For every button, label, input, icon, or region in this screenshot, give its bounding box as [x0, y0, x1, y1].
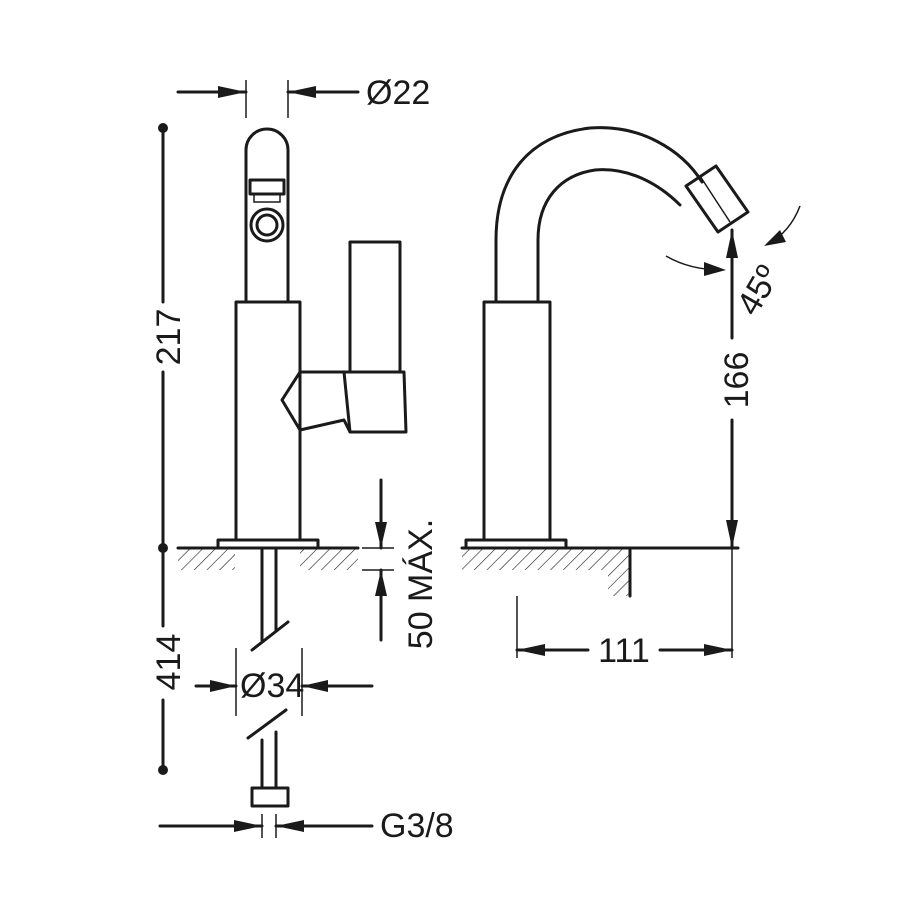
angle-arrow-left — [704, 262, 726, 276]
nozzle-ring — [248, 178, 286, 196]
dim-nozzle-diameter: Ø22 — [366, 74, 430, 112]
dim-414-dot-bottom — [158, 765, 168, 775]
dim-overall-height: 217 — [150, 309, 188, 366]
angle-arrow-right — [764, 230, 786, 246]
dim-connection-thread: G3/8 — [380, 807, 454, 845]
front-view: Ø22 217 414 Ø34 G3/8 50 M — [150, 74, 454, 845]
nozzle-outlet-outer — [249, 207, 285, 243]
lever-handle — [348, 240, 402, 374]
spout-outer-curve — [494, 126, 704, 304]
side-view: 166 45º 111 — [460, 126, 801, 670]
dim-tail-diameter: Ø34 — [240, 667, 304, 705]
dim-max-deck-thickness: 50 MÁX. — [402, 519, 440, 649]
dim-d34-arrow-right — [302, 680, 328, 692]
deck-hatch-left-b — [300, 548, 358, 570]
dim-111-arrow-left — [517, 644, 545, 656]
dim-tail-length: 414 — [150, 634, 188, 691]
lever-hub-edge — [342, 370, 352, 434]
deck-hatch-left-a — [178, 548, 235, 570]
dim-d22-arrow-left — [218, 86, 246, 98]
dim-111-arrow-right — [704, 644, 732, 656]
dim-spout-height: 166 — [718, 352, 756, 409]
dim-d34-arrow-left — [210, 680, 236, 692]
dim-50-arrow-top — [375, 522, 387, 548]
break-line-2 — [246, 708, 288, 740]
spout-nozzle-head — [684, 164, 750, 234]
spout-inner-curve — [536, 168, 682, 304]
dim-166-arrow-top — [726, 230, 738, 258]
dim-d22-arrow-right — [288, 86, 316, 98]
dim-50-arrow-bottom — [375, 570, 387, 596]
faucet-body-side — [482, 300, 552, 542]
spout-tube-front — [244, 127, 290, 304]
deck-edge-hatch — [608, 548, 630, 596]
dim-spout-reach: 111 — [598, 632, 650, 670]
spout-nozzle-joint — [699, 175, 731, 223]
break-line-1 — [250, 620, 290, 652]
nozzle-outlet-inner — [255, 213, 279, 237]
dim-g38-arrow-left — [234, 820, 262, 832]
lever-hub — [280, 370, 408, 434]
faucet-body-front — [234, 300, 302, 542]
dim-166-arrow-bottom — [726, 520, 738, 548]
dim-tilt-angle: 45º — [729, 259, 787, 322]
connector-nut — [250, 786, 290, 808]
deck-hatch-right — [462, 548, 608, 570]
dim-g38-arrow-right — [276, 820, 304, 832]
nozzle-ring-inner — [253, 193, 281, 203]
dim-217-dot-top — [158, 123, 168, 133]
